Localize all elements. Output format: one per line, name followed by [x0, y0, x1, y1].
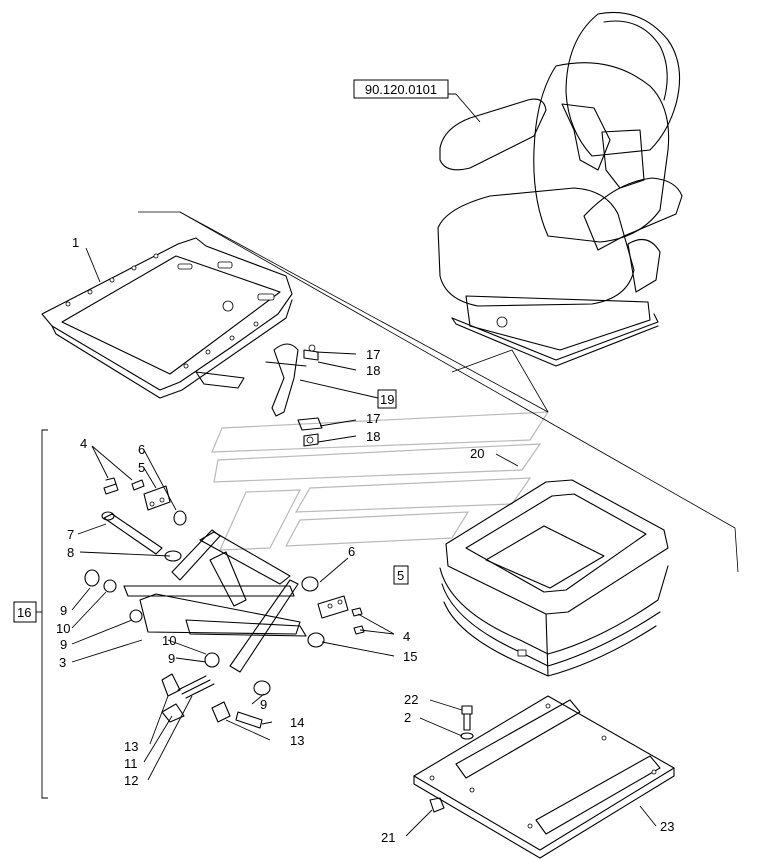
callout-4-upper: 4 — [80, 436, 87, 451]
mounting-plate-23 — [413, 695, 675, 859]
callout-2: 2 — [404, 710, 411, 725]
callout-19: 19 — [380, 392, 394, 407]
callout-15: 15 — [403, 649, 417, 664]
callout-22: 22 — [404, 692, 418, 707]
callout-8: 8 — [67, 545, 74, 560]
base-plate-1 — [41, 237, 293, 399]
scissor-mechanism — [84, 477, 365, 729]
callout-17-a: 17 — [366, 347, 380, 362]
callout-11: 11 — [124, 756, 138, 771]
reference-lines — [138, 211, 739, 573]
callout-6-lower: 6 — [348, 544, 355, 559]
callout-box-16 — [13, 601, 37, 623]
callout-13-b: 13 — [290, 733, 304, 748]
seat-assembly — [437, 11, 683, 367]
callout-20: 20 — [470, 446, 484, 461]
callout-10-b: 10 — [162, 633, 176, 648]
watermark-logo — [211, 411, 550, 551]
reference-code-label: 90.120.0101 — [365, 82, 437, 97]
callout-14: 14 — [290, 715, 304, 730]
callout-21: 21 — [381, 830, 395, 845]
suspension-box-20 — [439, 479, 669, 677]
callout-6-upper: 6 — [138, 442, 145, 457]
callout-9-a: 9 — [60, 603, 67, 618]
callout-3: 3 — [59, 655, 66, 670]
callout-box-19 — [377, 389, 397, 409]
callout-17-b: 17 — [366, 411, 380, 426]
leader-lines — [71, 93, 657, 837]
callout-9-b: 9 — [60, 637, 67, 652]
callout-12: 12 — [124, 773, 138, 788]
strap-assembly — [265, 343, 323, 447]
callout-23: 23 — [660, 819, 674, 834]
callout-5-boxed: 5 — [397, 568, 404, 583]
fastener-set — [429, 705, 474, 813]
callout-9-c: 9 — [168, 651, 175, 666]
callout-10-a: 10 — [56, 621, 70, 636]
callout-7: 7 — [67, 527, 74, 542]
callout-labels: 1 2 3 4 4 5 5 6 6 7 8 9 9 9 9 10 10 11 1… — [17, 235, 674, 845]
callout-box-5 — [393, 565, 409, 585]
reference-code-box — [353, 79, 449, 99]
callout-13-a: 13 — [124, 739, 138, 754]
callout-18-b: 18 — [366, 429, 380, 444]
callout-1: 1 — [72, 235, 79, 250]
callout-16: 16 — [17, 605, 31, 620]
group-bracket-16 — [36, 429, 48, 799]
callout-9-d: 9 — [260, 697, 267, 712]
callout-5: 5 — [138, 460, 145, 475]
callout-18-a: 18 — [366, 363, 380, 378]
callout-4-lower: 4 — [403, 629, 410, 644]
